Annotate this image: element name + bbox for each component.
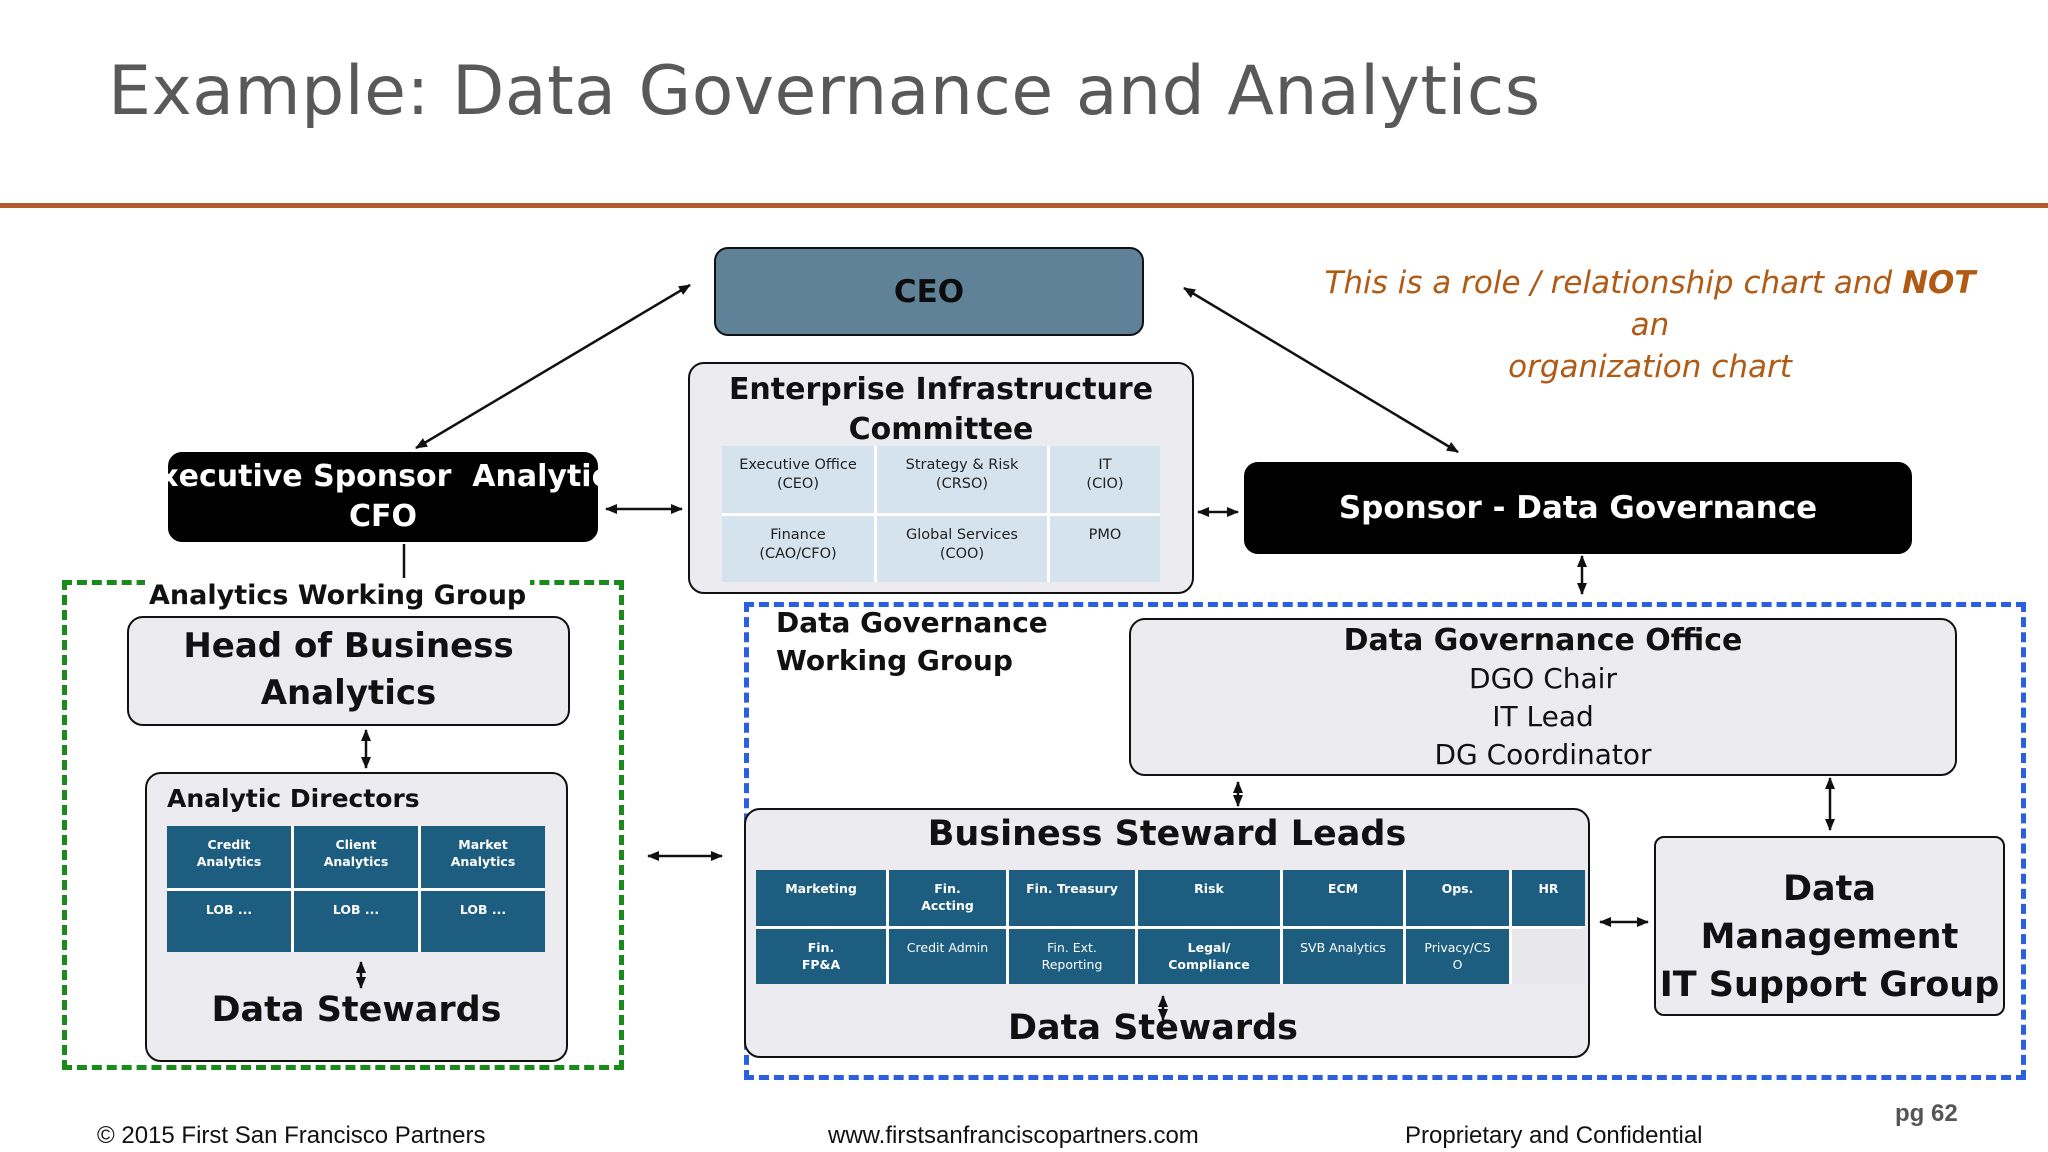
dg-working-group-label: Data Governance Working Group (776, 606, 1048, 677)
dgo-role: IT Lead (1492, 700, 1594, 733)
bsl-cell: HR (1512, 870, 1585, 926)
note-line1-post: an (1630, 307, 1670, 343)
footer-confidential: Proprietary and Confidential (1405, 1122, 1703, 1149)
bsl-cell-empty (1512, 928, 1585, 984)
arrow-ceo-sponsor-dg (1183, 286, 1459, 454)
eic-grid: Executive Office(CEO) Strategy & Risk(CR… (722, 446, 1160, 582)
sponsor-dg-label: Sponsor - Data Governance (1338, 490, 1818, 526)
ceo-label: CEO (893, 273, 965, 310)
bsl-cell: Ops. (1406, 870, 1509, 926)
dg-data-stewards: Data Stewards (1008, 1008, 1298, 1048)
bsl-cell: Fin.Accting (889, 870, 1006, 926)
arrow-ceo-exec-sponsor (415, 283, 691, 450)
bsl-title: Business Steward Leads (927, 814, 1407, 854)
note-line2: organization chart (1508, 349, 1792, 385)
bsl-cell: Risk (1138, 870, 1280, 926)
dmit-line1: Data Management (1700, 869, 1959, 957)
eic-title-line1: Enterprise Infrastructure (728, 372, 1154, 407)
dgo-role: DG Coordinator (1434, 738, 1652, 771)
bsl-grid: Marketing Fin.Accting Fin. Treasury Risk… (756, 870, 1585, 984)
director-cell: LOB ... (167, 890, 291, 952)
eic-cell: Global Services(COO) (877, 515, 1047, 582)
footer-page-number: pg 62 (1895, 1100, 1958, 1127)
exec-sponsor-line1: Executive Sponsor Analytics (138, 459, 628, 494)
director-cell: LOB ... (421, 890, 545, 952)
bsl-cell: Fin.FP&A (756, 928, 886, 984)
data-management-it-support-box: Data Management IT Support Group (1654, 836, 2005, 1016)
head-of-business-analytics-box: Head of Business Analytics (127, 616, 570, 726)
eic-title-line2: Committee (848, 412, 1034, 447)
analytics-working-group-label: Analytics Working Group (145, 580, 531, 611)
executive-sponsor-box: Executive Sponsor Analytics CFO (139, 452, 627, 542)
title-divider (0, 203, 2048, 208)
eic-cell: Finance(CAO/CFO) (722, 515, 874, 582)
head-line1: Head of Business (183, 626, 514, 666)
bsl-cell: Fin. Ext.Reporting (1009, 928, 1135, 984)
footer-website[interactable]: www.firstsanfranciscopartners.com (828, 1122, 1199, 1149)
bsl-cell: SVB Analytics (1283, 928, 1403, 984)
director-cell: LOB ... (294, 890, 418, 952)
bsl-cell: Marketing (756, 870, 886, 926)
head-line2: Analytics (260, 673, 437, 713)
analytic-directors-label: Analytic Directors (167, 784, 420, 813)
sponsor-data-governance-box: Sponsor - Data Governance (1244, 462, 1912, 554)
footer-copyright: © 2015 First San Francisco Partners (97, 1122, 486, 1149)
eic-cell: PMO (1050, 515, 1160, 582)
eic-cell: Strategy & Risk(CRSO) (877, 446, 1047, 513)
eic-cell: Executive Office(CEO) (722, 446, 874, 513)
dmit-line2: IT Support Group (1659, 965, 2000, 1005)
dgo-title: Data Governance Office (1343, 623, 1743, 658)
page-title: Example: Data Governance and Analytics (108, 52, 1541, 131)
bsl-cell: ECM (1283, 870, 1403, 926)
enterprise-infrastructure-committee: Enterprise Infrastructure Committee Exec… (688, 362, 1194, 594)
bsl-cell: Fin. Treasury (1009, 870, 1135, 926)
dgo-role: DGO Chair (1469, 662, 1617, 695)
analytics-data-stewards: Data Stewards (211, 990, 502, 1030)
eic-cell: IT(CIO) (1050, 446, 1160, 513)
note-line1-bold: NOT (1902, 265, 1976, 301)
chart-note: This is a role / relationship chart and … (1320, 262, 1980, 388)
bsl-cell: Credit Admin (889, 928, 1006, 984)
ceo-box: CEO (714, 247, 1144, 336)
exec-sponsor-line2: CFO (348, 499, 417, 534)
data-governance-office-box: Data Governance Office DGO Chair IT Lead… (1129, 618, 1957, 776)
bsl-cell: Legal/Compliance (1138, 928, 1280, 984)
